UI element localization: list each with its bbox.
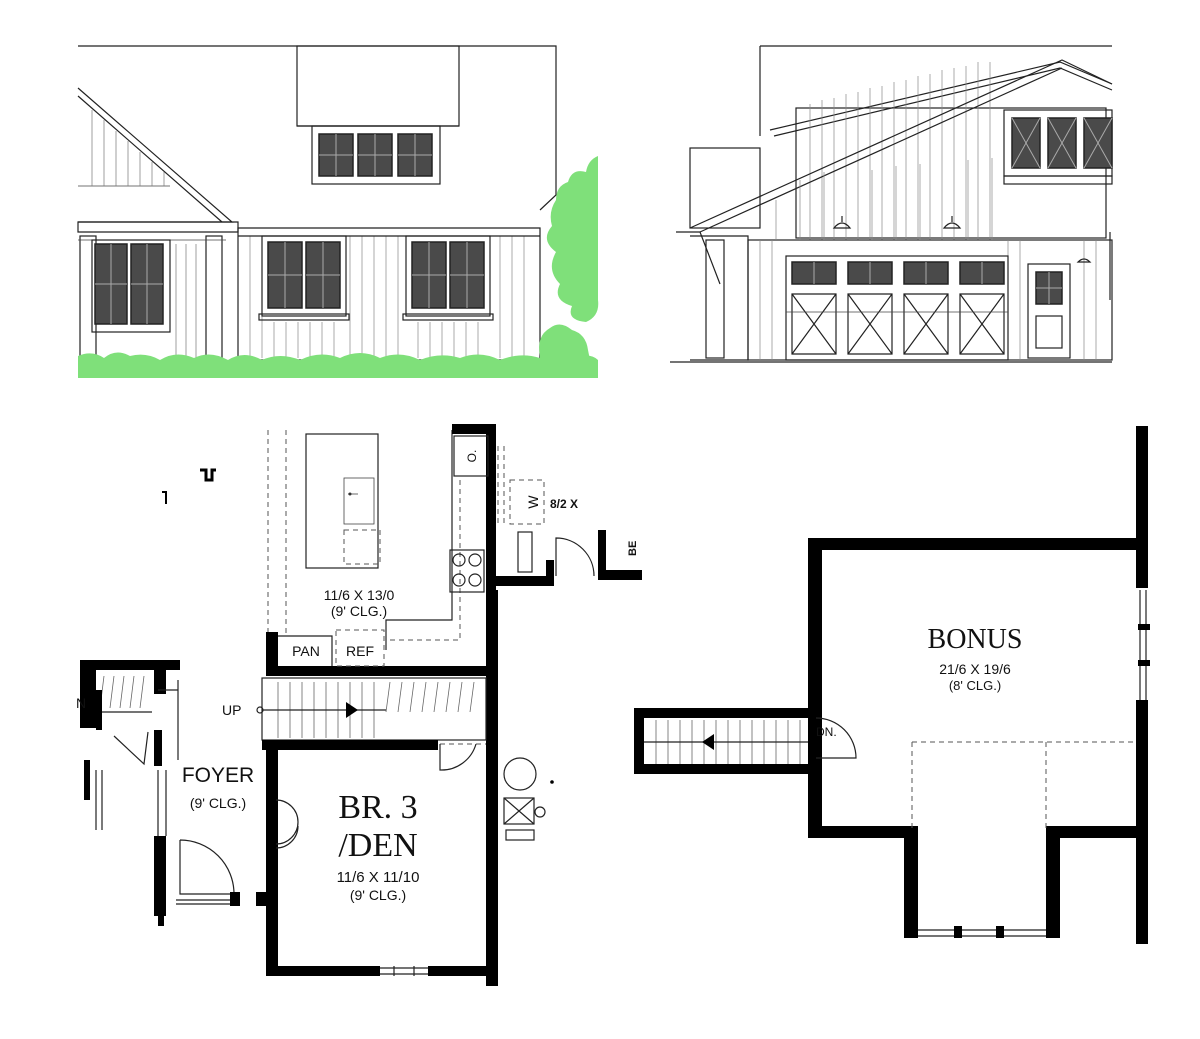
- bonus-ceiling: (8' CLG.): [949, 678, 1001, 693]
- porch-window: [91, 239, 171, 333]
- bedroom-name-line2: /DEN: [338, 827, 417, 864]
- stair-arrow-icon: [702, 734, 714, 750]
- stair-arrow-icon: [346, 702, 358, 718]
- front-window-1: [258, 235, 350, 321]
- bedroom-size: 11/6 X 11/10: [337, 869, 420, 886]
- stair-down-label: DN.: [816, 725, 837, 739]
- kitchen-ceiling: (9' CLG.): [331, 603, 387, 619]
- kitchen-size: 11/6 X 13/0: [324, 587, 395, 603]
- bedroom-name-line1: BR. 3: [338, 789, 417, 826]
- sink-icon: [343, 477, 375, 525]
- bonus-name: BONUS: [928, 624, 1023, 655]
- garage-door: [785, 255, 1009, 361]
- laundry-size: 8/2 X: [550, 497, 578, 511]
- plan-labels: 11/6 X 13/0 (9' CLG.) PAN REF O. W 8/2 X…: [76, 450, 1022, 903]
- foyer-name: FOYER: [182, 764, 254, 787]
- door-swing-icon: [815, 717, 857, 759]
- stair-up-label: UP: [222, 702, 241, 718]
- bonus-room-plan: [634, 426, 1150, 944]
- foyer-ceiling: (9' CLG.): [190, 795, 246, 811]
- edge-label-be: BE: [627, 541, 639, 556]
- dormer-windows: [318, 133, 433, 177]
- shrubs: [78, 156, 599, 378]
- cooktop-icon: [449, 549, 485, 593]
- side-elevation: [670, 45, 1113, 363]
- water-heater-icon: [503, 757, 546, 841]
- pantry-label: PAN: [292, 643, 320, 659]
- front-elevation: [77, 45, 599, 378]
- oven-label: O.: [465, 450, 479, 463]
- refrigerator-label: REF: [346, 643, 374, 659]
- edge-label-n: N: [76, 695, 86, 711]
- first-floor-plan: [80, 424, 642, 986]
- bonus-size: 21/6 X 19/6: [939, 661, 1011, 677]
- side-door: [1027, 258, 1092, 359]
- upper-windows: [1003, 109, 1113, 185]
- washer-label: W: [525, 495, 541, 509]
- front-window-2: [402, 235, 494, 321]
- bedroom-ceiling: (9' CLG.): [350, 887, 406, 903]
